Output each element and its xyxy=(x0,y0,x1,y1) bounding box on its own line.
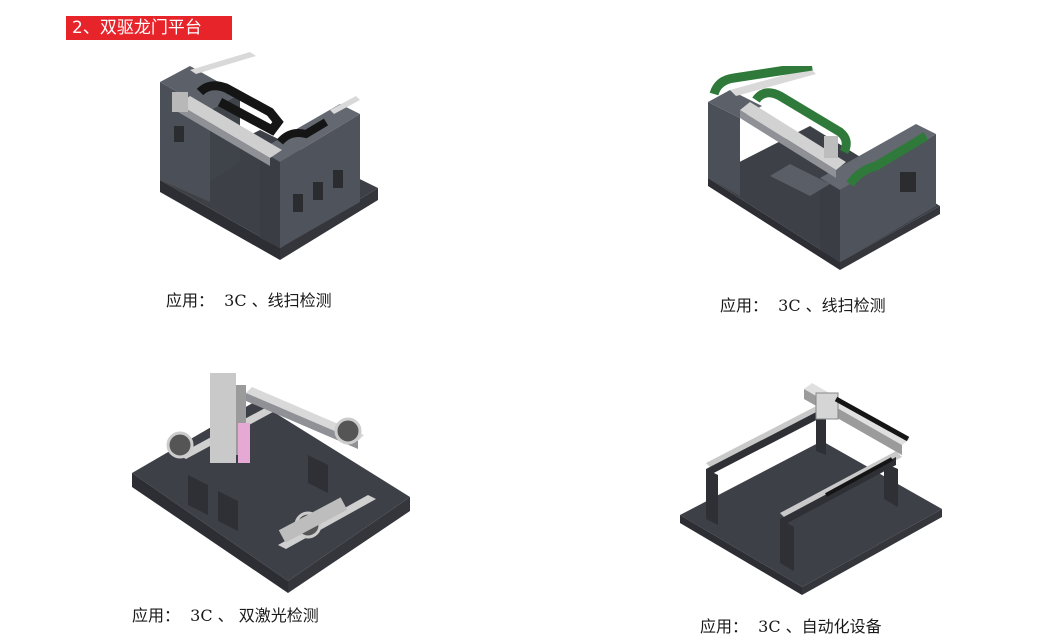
gantry-machine-4-icon xyxy=(676,375,946,595)
gantry-machine-2-icon xyxy=(700,66,945,271)
gantry-machine-1-icon xyxy=(150,52,380,262)
gantry-machine-3-icon xyxy=(128,365,413,595)
figure-caption-1: 应用： 3C 、线扫检测 xyxy=(166,291,332,310)
figure-caption-3: 应用： 3C 、 双激光检测 xyxy=(132,606,319,625)
figure-caption-4: 应用： 3C 、自动化设备 xyxy=(700,617,882,636)
figure-caption-2: 应用： 3C 、线扫检测 xyxy=(720,296,886,315)
section-title: 2、双驱龙门平台 xyxy=(72,18,202,38)
section-title-banner: 2、双驱龙门平台 xyxy=(66,16,232,40)
